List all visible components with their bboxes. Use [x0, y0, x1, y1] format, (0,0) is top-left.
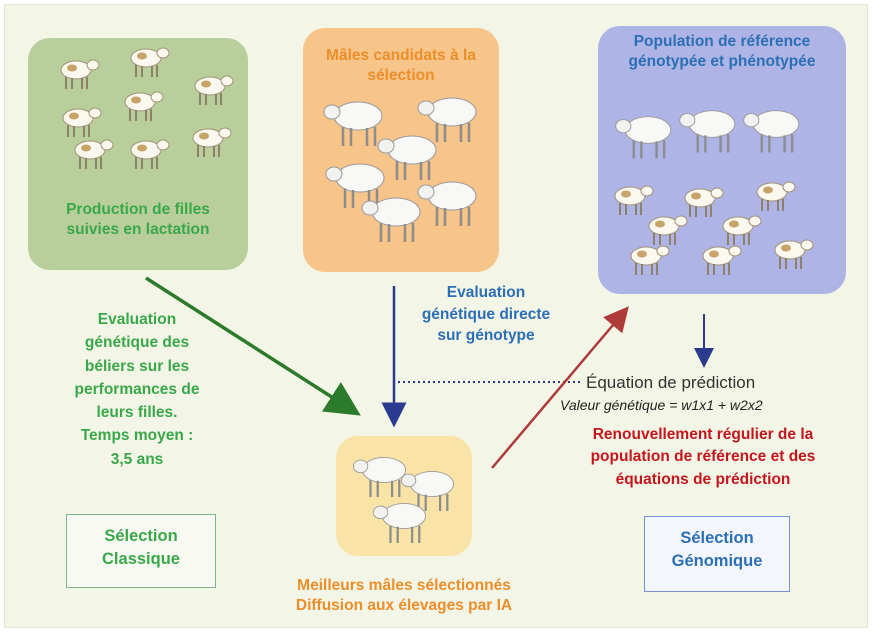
renewal-text: Renouvellement régulier de la population…: [552, 424, 854, 491]
best-sheep-icon: [352, 456, 455, 545]
renewal-line-1: Renouvellement régulier de la: [592, 426, 814, 443]
classic-selection-box: Sélection Classique: [66, 514, 216, 588]
classic-daughters-label: Production de filles suivies en lactatio…: [66, 201, 210, 239]
best-males-label: Meilleurs mâles sélectionnés Diffusion a…: [295, 577, 513, 615]
sheep-icon: [322, 96, 478, 244]
prediction-title: Équation de prédiction: [586, 373, 756, 392]
genomic-evaluation-line-3: sur génotype: [437, 327, 535, 345]
genomic-evaluation-text: Evaluation génétique directe sur génotyp…: [392, 282, 580, 347]
classic-evaluation-line-1: Evaluation: [97, 311, 177, 328]
genomic-evaluation-line-2: génétique directe: [421, 305, 551, 323]
genomic-selection-label: Sélection Génomique: [645, 527, 789, 573]
reference-population-label: Population de référence génotypée et phé…: [628, 33, 816, 71]
classic-selection-label: Sélection Classique: [67, 525, 215, 571]
genomic-evaluation-line-1: Evaluation: [446, 284, 526, 301]
cow-icon: [60, 47, 234, 170]
best-males-box: [336, 436, 472, 556]
classic-evaluation-line-2: génétique des: [84, 334, 190, 352]
genomic-selection-box: Sélection Génomique: [644, 516, 790, 592]
classic-evaluation-line-4: performances de: [74, 380, 200, 398]
classic-selection-line-2: Classique: [102, 550, 180, 569]
genomic-selection-line-2: Génomique: [671, 552, 763, 571]
classic-evaluation-line-3: béliers sur les: [84, 357, 190, 375]
renewal-arrow: [491, 306, 629, 469]
ewe-icon: [614, 109, 814, 276]
classic-evaluation-text: Evaluation génétique des béliers sur les…: [40, 308, 234, 471]
prediction-formula: Valeur génétique = w1x1 + w2x2: [560, 397, 763, 413]
classic-evaluation-line-5: leurs filles.: [96, 404, 178, 421]
classic-arrow: [145, 276, 361, 416]
genomic-selection-line-1: Sélection: [680, 529, 754, 547]
renewal-line-3: équations de prédiction: [615, 470, 791, 488]
renewal-line-2: population de référence et des: [590, 448, 816, 466]
time-value: 3,5 ans: [110, 450, 164, 468]
candidates-label: Mâles candidats à la sélection: [326, 47, 476, 85]
time-label: Temps moyen :: [80, 427, 194, 445]
classic-selection-line-1: Sélection: [104, 527, 178, 545]
